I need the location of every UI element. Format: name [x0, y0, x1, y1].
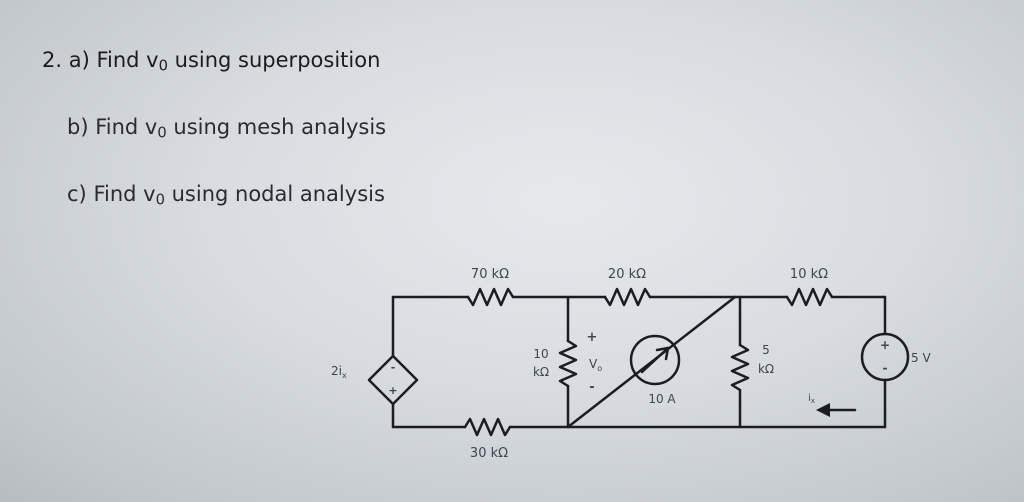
label-5k-value: 5 — [762, 343, 770, 357]
voltage-source-plus: + — [880, 338, 890, 352]
label-10k-top: 10 kΩ — [790, 267, 828, 282]
dependent-source-plus: + — [388, 384, 397, 397]
part-b-suffix: using mesh analysis — [166, 115, 387, 139]
question-part-c: c) Find v0 using nodal analysis — [67, 182, 385, 209]
question-part-b: b) Find v0 using mesh analysis — [67, 115, 386, 142]
vo-label: Vo — [589, 357, 602, 373]
part-a-subscript: 0 — [158, 57, 168, 75]
resistor-5k — [730, 343, 750, 392]
label-70k: 70 kΩ — [471, 267, 509, 282]
ix-label: ix — [808, 393, 815, 405]
resistor-20k — [603, 287, 652, 307]
current-source-label: 10 A — [648, 392, 676, 406]
part-b-prefix: Find v — [95, 115, 158, 139]
part-c-suffix: using nodal analysis — [164, 182, 385, 206]
ix-arrowhead — [816, 403, 830, 417]
problem-number: 2. — [42, 48, 63, 72]
current-source-arrowhead — [655, 346, 670, 361]
part-b-subscript: 0 — [157, 124, 167, 142]
part-a-letter: a) — [68, 48, 90, 72]
dependent-source-label: 2ix — [331, 364, 347, 380]
part-a-suffix: using superposition — [167, 48, 381, 72]
resistor-70k — [466, 287, 515, 307]
label-10k-value: 10 — [533, 347, 548, 361]
current-source-circle — [629, 334, 681, 386]
part-c-subscript: 0 — [155, 191, 165, 209]
part-c-prefix: Find v — [93, 182, 156, 206]
part-c-letter: c) — [67, 182, 87, 206]
current-source-arrow — [640, 346, 670, 374]
voltage-source-minus: - — [883, 361, 888, 375]
question-part-a: 2. a) Find v0 using superposition — [42, 48, 380, 75]
part-b-letter: b) — [67, 115, 89, 139]
voltage-source-label: 5 V — [911, 351, 931, 365]
vo-minus-sign: - — [589, 380, 594, 395]
label-5k-unit: kΩ — [758, 362, 774, 376]
resistor-10k-vertical — [558, 339, 578, 388]
resistor-10k-top — [785, 287, 834, 307]
vo-plus-sign: + — [587, 330, 598, 345]
dependent-source-minus: - — [391, 361, 396, 374]
label-10k-unit: kΩ — [533, 365, 549, 379]
label-20k: 20 kΩ — [608, 267, 646, 282]
label-30k: 30 kΩ — [470, 446, 508, 461]
part-a-prefix: Find v — [96, 48, 159, 72]
resistor-30k — [463, 417, 512, 437]
